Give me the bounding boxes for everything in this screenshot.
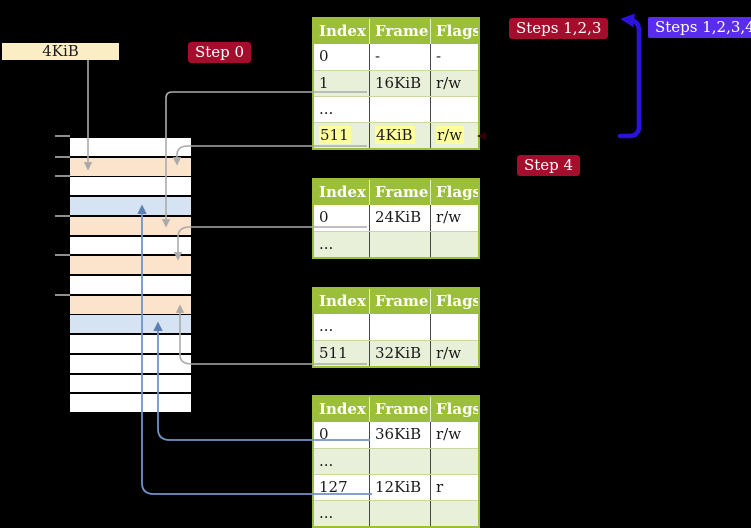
table-row: ... (314, 231, 478, 257)
table-cell: 1 (319, 74, 329, 92)
steps-123-badge: Steps 1,2,3 (509, 18, 609, 39)
table-cell: 24KiB (369, 205, 430, 231)
column-header: Frame (369, 397, 430, 422)
table-cell: 12KiB (369, 475, 430, 500)
size-label-4kib: 4KiB (2, 43, 119, 60)
memory-frame-row-peach (70, 295, 191, 314)
table-cell: ... (319, 317, 334, 335)
memory-frame-row-white (70, 276, 191, 294)
table-cell: - (430, 44, 478, 70)
column-header: Index (319, 22, 366, 40)
table-row: ... (314, 500, 478, 526)
table-cell: r/w (430, 341, 478, 366)
tick-mark (55, 175, 70, 177)
table-cell: ... (319, 235, 334, 253)
table-cell: 36KiB (369, 422, 430, 448)
table-cell: - (369, 44, 430, 70)
physical-memory-column (70, 138, 191, 414)
tick-mark (55, 294, 70, 296)
table-cell: r/w (430, 123, 478, 148)
highlighted-value: 4KiB (375, 126, 415, 144)
memory-frame-row-peach (70, 256, 191, 275)
memory-frame-row-white (70, 335, 191, 353)
steps-1234-badge: Steps 1,2,3,4 (648, 17, 751, 38)
table-row: 0 -- (314, 44, 478, 70)
memory-frame-row-white (70, 177, 191, 196)
table-cell: 127 (319, 478, 348, 496)
table-cell (430, 314, 478, 340)
memory-frame-row-peach (70, 216, 191, 235)
memory-frame-row-white (70, 394, 191, 413)
table-cell: r/w (430, 422, 478, 448)
column-header: Flags (430, 180, 478, 205)
table-cell: 0 (319, 425, 329, 443)
table-cell: 16KiB (369, 71, 430, 96)
highlighted-value: 511 (319, 126, 351, 144)
table-cell: ... (319, 504, 334, 522)
memory-frame-row-white (70, 236, 191, 255)
memory-frame-row-white (70, 354, 191, 373)
tick-mark (55, 254, 70, 256)
table-cell: r/w (430, 71, 478, 96)
steps-1234-arrow (617, 13, 642, 139)
table-cell (369, 232, 430, 257)
column-header: Index (319, 400, 366, 418)
table-cell: 4KiB (369, 123, 430, 148)
table-cell: r (430, 475, 478, 500)
table-row: 511 4KiB r/w (314, 122, 478, 148)
table-cell: r/w (430, 205, 478, 231)
table-row: ... (314, 448, 478, 474)
highlighted-value: r/w (436, 126, 465, 144)
table-cell: ... (319, 100, 334, 118)
column-header: Index (319, 292, 366, 310)
step-0-badge: Step 0 (188, 42, 252, 63)
column-header: Frame (369, 19, 430, 44)
memory-frame-row-white (70, 138, 191, 156)
table-row: ... (314, 96, 478, 122)
column-header: Frame (369, 180, 430, 205)
table-cell (369, 314, 430, 340)
table-cell: 0 (319, 208, 329, 226)
table-cell (430, 97, 478, 122)
table-cell: 511 (319, 344, 348, 362)
memory-frame-row-blue (70, 197, 191, 215)
table-cell (430, 232, 478, 257)
table-cell: 511 (314, 123, 369, 148)
tick-mark (55, 156, 70, 158)
memory-frame-row-peach (70, 157, 191, 176)
table-cell: ... (319, 452, 334, 470)
column-header: Frame (369, 289, 430, 314)
column-header: Flags (430, 397, 478, 422)
tick-mark (55, 215, 70, 217)
tick-mark (55, 135, 70, 137)
table-cell (369, 97, 430, 122)
table-cell: 0 (319, 47, 329, 65)
column-header: Flags (430, 289, 478, 314)
table-cell (369, 449, 430, 474)
table-cell (430, 501, 478, 526)
column-header: Flags (430, 19, 478, 44)
table-row: ... (314, 314, 478, 340)
memory-frame-row-blue (70, 315, 191, 334)
column-header: Index (319, 183, 366, 201)
step-4-badge: Step 4 (517, 155, 581, 176)
table-cell: 32KiB (369, 341, 430, 366)
table-cell (430, 449, 478, 474)
memory-frame-row-white (70, 374, 191, 393)
table-cell (369, 501, 430, 526)
